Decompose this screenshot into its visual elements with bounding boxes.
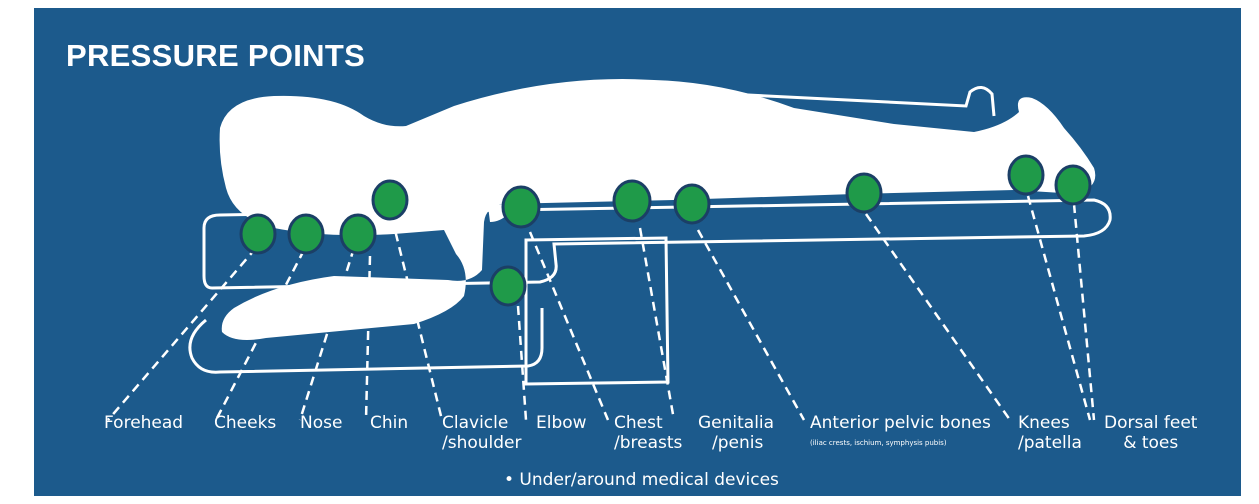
leader-pelvic [698,230,804,420]
label-knees-line1: Knees [1018,413,1082,433]
label-cheeks: Cheeks [214,413,276,433]
pressure-point-cheeks [289,215,323,253]
pressure-point-elbow [491,267,525,305]
label-genitalia-line1: Genitalia [698,413,774,433]
label-chest-breasts: Chest /breasts [614,413,682,453]
label-clavicle-line1: Clavicle [442,413,522,433]
medical-devices-note: • Under/around medical devices [504,470,779,490]
label-dorsal-feet-toes: Dorsal feet & toes [1104,413,1197,453]
pressure-point-forehead [241,215,275,253]
label-nose: Nose [300,413,342,433]
leader-genitalia [640,228,674,420]
label-clavicle-line2: /shoulder [442,433,522,453]
label-anterior-pelvic-bones: Anterior pelvic bones [810,413,991,433]
diagram-title: PRESSURE POINTS [66,38,365,74]
pressure-point-clavicle [503,187,539,227]
pressure-point-chest [614,181,650,221]
label-knees-patella: Knees /patella [1018,413,1082,453]
pressure-point-nose [341,215,375,253]
label-pelvic-detail: (iliac crests, ischium, symphysis pubis) [810,439,947,447]
label-feet-line1: Dorsal feet [1104,413,1197,433]
body-silhouette [220,79,1096,340]
label-clavicle-shoulder: Clavicle /shoulder [442,413,522,453]
pressure-point-genitalia [675,185,709,223]
label-chest-line1: Chest [614,413,682,433]
pressure-points-diagram: PRESSURE POINTS Forehead Cheeks Nose Chi… [34,8,1241,496]
pressure-point-knees [1009,156,1043,194]
pressure-point-feet [1056,166,1090,204]
label-chin: Chin [370,413,408,433]
label-forehead: Forehead [104,413,183,433]
pressure-point-pelvic [847,174,881,212]
label-chest-line2: /breasts [614,433,682,453]
leader-knees [866,214,1010,420]
leader-feet-1 [1028,196,1090,420]
label-knees-line2: /patella [1018,433,1082,453]
label-elbow: Elbow [536,413,587,433]
label-genitalia-penis: Genitalia /penis [698,413,774,453]
label-genitalia-line2: /penis [698,433,774,453]
pressure-point-chin [373,181,407,219]
label-feet-line2: & toes [1104,433,1197,453]
